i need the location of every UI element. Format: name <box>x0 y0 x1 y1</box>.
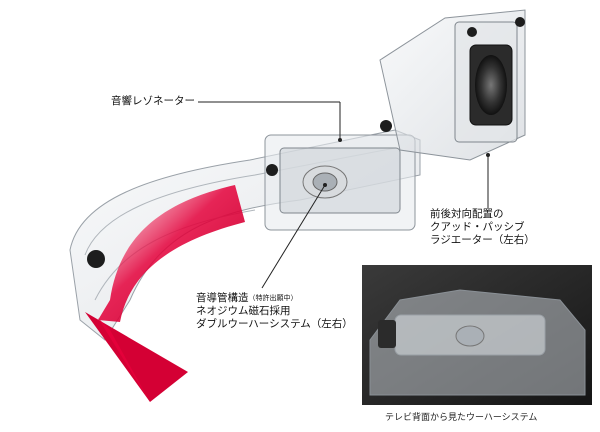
label-woofer-system: 音導管構造（特許出願中） ネオジウム磁石採用 ダブルウーハーシステム（左右） <box>196 292 353 331</box>
patent-note: （特許出願中） <box>248 294 298 302</box>
inset-photo <box>362 265 592 405</box>
passive-radiator <box>469 44 513 126</box>
leader-lines <box>198 101 490 289</box>
woofer-line-1: 音導管構造（特許出願中） <box>196 292 353 305</box>
inset-caption: テレビ背面から見たウーハーシステム <box>385 413 538 423</box>
passive-radiator-line-1: 前後対向配置の <box>430 208 504 220</box>
woofer-line-1-main: 音導管構造 <box>196 292 249 304</box>
passive-radiator-line-3: ラジエーター（左右） <box>430 234 535 246</box>
woofer-line-3: ダブルウーハーシステム（左右） <box>196 318 353 330</box>
woofer-line-2: ネオジウム磁石採用 <box>196 305 291 317</box>
label-passive-radiator: 前後対向配置の クアッド・パッシブ ラジエーター（左右） <box>430 208 535 247</box>
mount-screws <box>87 17 525 268</box>
woofer-magnet <box>302 165 348 199</box>
passive-radiator-line-2: クアッド・パッシブ <box>430 221 525 233</box>
label-resonator: 音響レゾネーター <box>111 95 195 107</box>
sound-flow-arrow <box>85 185 245 402</box>
